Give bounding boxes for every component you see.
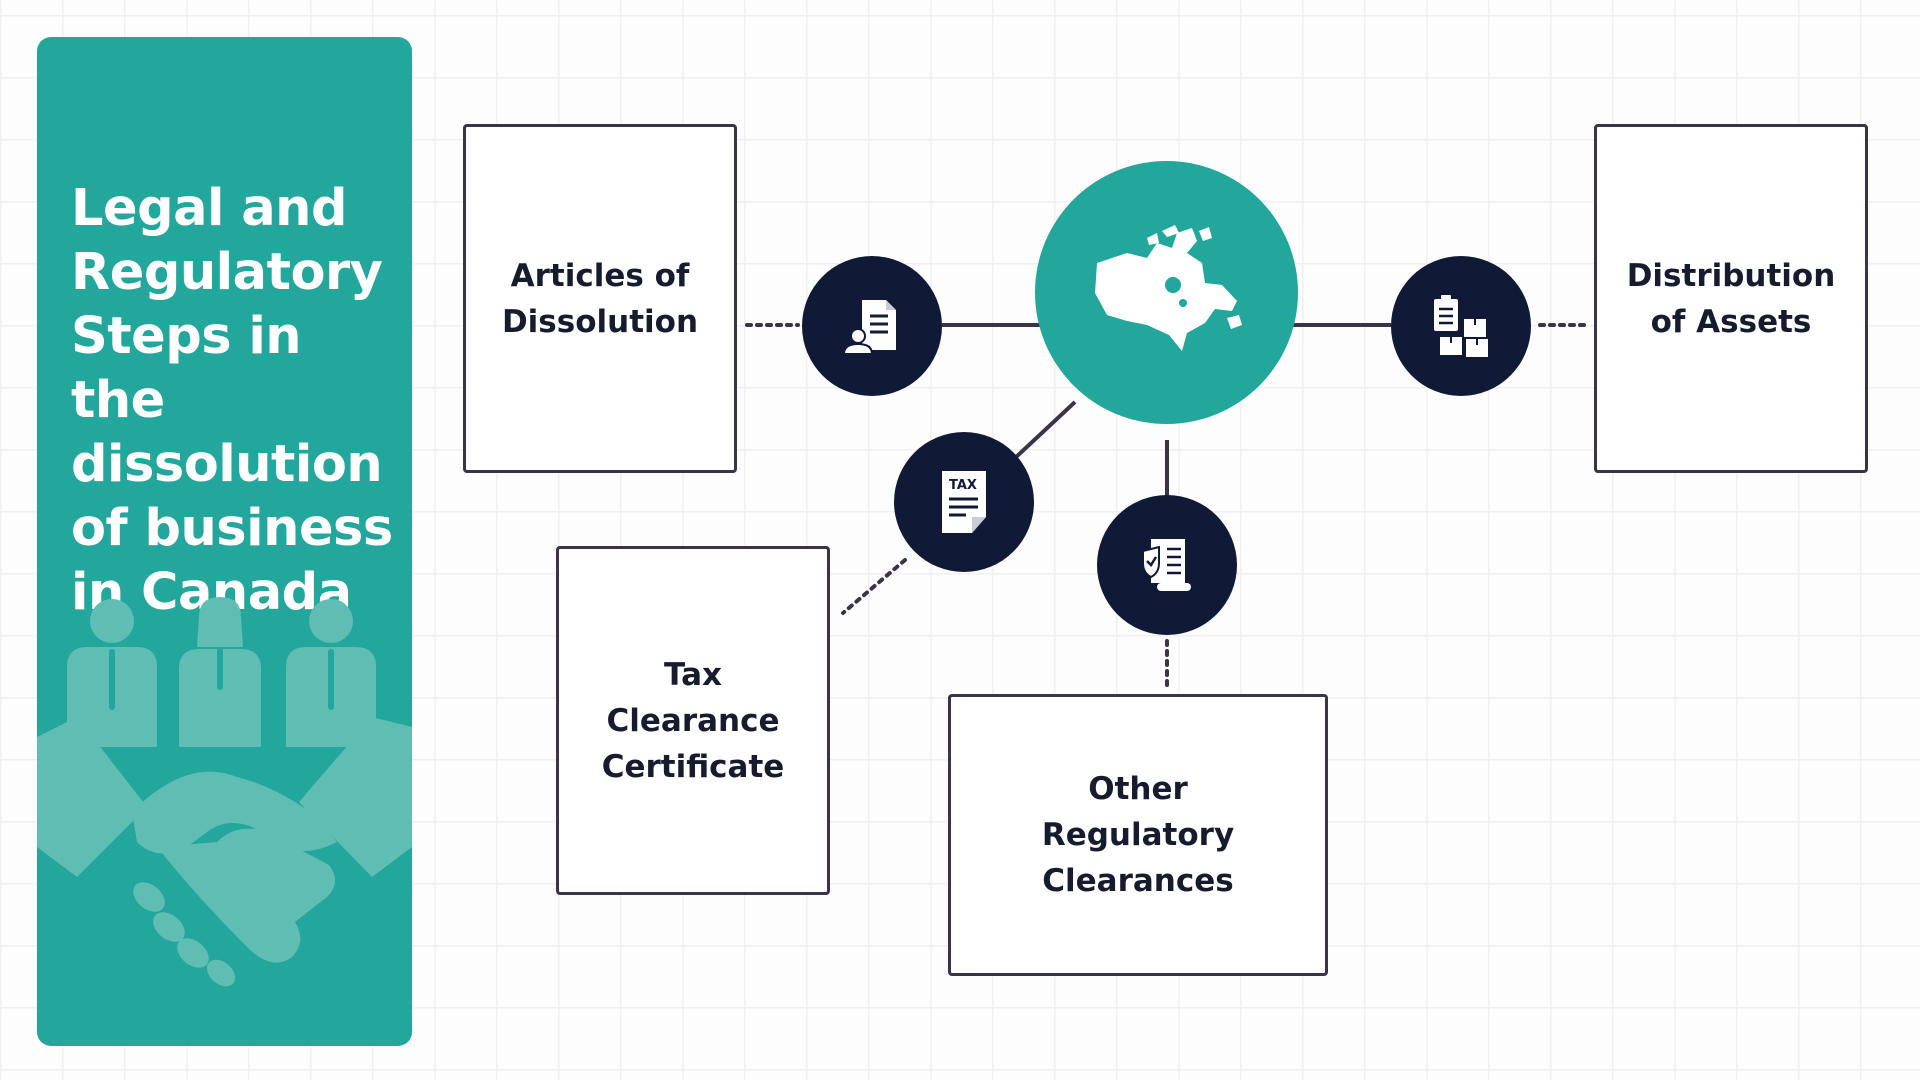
label-other-regulatory-clearances: Other Regulatory Clearances <box>1041 771 1235 899</box>
node-tax: TAX <box>894 432 1034 572</box>
label-distribution-of-assets: Distribution of Assets <box>1626 257 1836 340</box>
label-tax-clearance-certificate: Tax Clearance Certificate <box>601 656 785 785</box>
business-people-handshake-icon <box>37 597 412 987</box>
svg-text:TAX: TAX <box>949 478 977 493</box>
tax-document-icon: TAX <box>942 471 986 533</box>
canada-map-icon <box>1094 224 1242 351</box>
box-articles-of-dissolution: Articles of Dissolution <box>463 124 737 473</box>
document-user-icon <box>842 300 896 355</box>
label-articles-of-dissolution: Articles of Dissolution <box>501 257 699 340</box>
checklist-boxes-icon <box>1434 295 1488 357</box>
node-articles <box>802 256 942 396</box>
box-other-regulatory-clearances: Other Regulatory Clearances <box>948 694 1328 976</box>
node-other <box>1097 495 1237 635</box>
box-tax-clearance-certificate: Tax Clearance Certificate <box>556 546 830 895</box>
certificate-scroll-icon <box>1142 539 1191 591</box>
node-assets <box>1391 256 1531 396</box>
box-distribution-of-assets: Distribution of Assets <box>1594 124 1868 473</box>
hub-circle <box>1035 161 1298 424</box>
title-panel: Legal and Regulatory Steps in the dissol… <box>37 37 412 1046</box>
